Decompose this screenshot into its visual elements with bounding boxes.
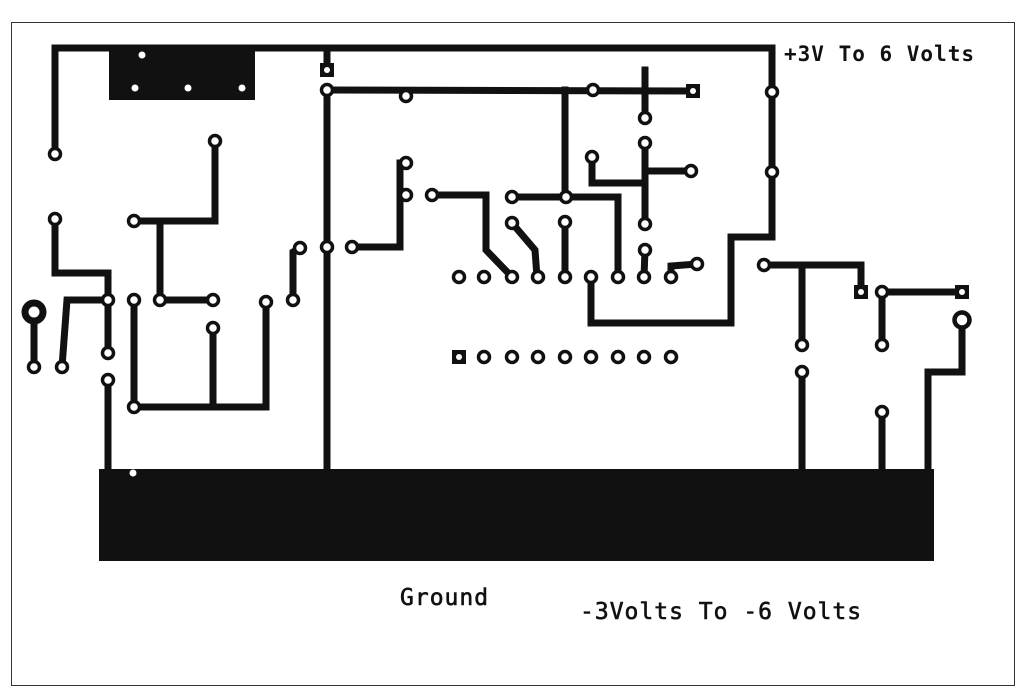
solder-pad: [764, 164, 780, 180]
solder-pad: [126, 213, 142, 229]
copper-trace: [51, 215, 112, 357]
solder-pad: [636, 269, 652, 285]
copper-trace: [156, 217, 217, 304]
pad-hole: [184, 84, 192, 92]
solder-pad: [558, 189, 574, 205]
solder-pad: [47, 146, 63, 162]
ground-plane: [99, 469, 934, 561]
solder-pad: [794, 337, 810, 353]
copper-trace: [508, 193, 622, 281]
solder-pad: [26, 359, 42, 375]
copper-trace: [924, 316, 966, 474]
solder-pad: [764, 84, 780, 100]
solder-pad: [504, 215, 520, 231]
large-solder-pad: [952, 310, 972, 330]
solder-pad: [126, 292, 142, 308]
solder-pad: [530, 349, 546, 365]
solder-pad: [637, 242, 653, 258]
solder-pad: [205, 320, 221, 336]
solder-pad: [663, 269, 679, 285]
positive-supply-label: +3V To 6 Volts: [784, 42, 976, 66]
solder-pad: [794, 364, 810, 380]
copper-trace: [130, 137, 219, 225]
solder-pad: [100, 292, 116, 308]
copper-trace: [130, 296, 270, 411]
solder-pad: [756, 257, 772, 273]
copper-trace: [51, 44, 776, 327]
solder-pad: [47, 211, 63, 227]
solder-pad: [637, 135, 653, 151]
solder-pad: [398, 155, 414, 171]
solder-pad: [874, 404, 890, 420]
solder-pad: [610, 349, 626, 365]
solder-pad: [689, 256, 705, 272]
solder-pad: [476, 269, 492, 285]
copper-trace: [289, 243, 305, 304]
solder-pad: [874, 337, 890, 353]
solder-pad: [585, 82, 601, 98]
pad-hole: [238, 84, 246, 92]
solder-pad: [319, 239, 335, 255]
solder-pad: [874, 284, 890, 300]
solder-pad: [504, 349, 520, 365]
negative-supply-label: -3Volts To -6 Volts: [580, 599, 863, 626]
solder-pad: [610, 269, 626, 285]
solder-pad: [205, 292, 221, 308]
pad-hole: [858, 289, 864, 295]
solder-pad: [292, 240, 308, 256]
pad-hole: [690, 88, 696, 94]
solder-pad: [504, 189, 520, 205]
solder-pad: [424, 187, 440, 203]
solder-pad: [126, 399, 142, 415]
pad-hole: [131, 84, 139, 92]
solder-pad: [152, 292, 168, 308]
large-solder-pad: [21, 299, 47, 325]
solder-pad: [207, 133, 223, 149]
solder-pad: [683, 163, 699, 179]
solder-pad: [504, 269, 520, 285]
board-outline: [11, 22, 1015, 686]
solder-pad: [530, 269, 546, 285]
solder-pad: [583, 349, 599, 365]
copper-trace: [760, 261, 865, 296]
solder-pad: [398, 88, 414, 104]
copper-trace: [58, 296, 112, 371]
solder-pad: [258, 294, 274, 310]
solder-pad: [663, 349, 679, 365]
solder-pad: [636, 349, 652, 365]
copper-trace: [428, 191, 517, 282]
solder-pad: [100, 372, 116, 388]
pad-hole: [138, 51, 146, 59]
solder-pad: [557, 214, 573, 230]
solder-pad: [344, 239, 360, 255]
solder-pad: [637, 216, 653, 232]
solder-pad: [557, 349, 573, 365]
solder-pad: [583, 269, 599, 285]
solder-pad: [557, 269, 573, 285]
pad-hole: [456, 354, 462, 360]
solder-pad: [398, 187, 414, 203]
solder-pad: [285, 292, 301, 308]
copper-trace: [588, 153, 649, 187]
copper-trace: [348, 159, 410, 251]
solder-pad: [319, 82, 335, 98]
ground-label: Ground: [400, 585, 490, 612]
pad-hole: [129, 469, 137, 477]
copper-pour-top: [109, 46, 255, 100]
pad-hole: [959, 289, 965, 295]
solder-pad: [584, 149, 600, 165]
solder-pad: [637, 110, 653, 126]
copper-trace: [323, 86, 697, 95]
copper-trace: [507, 218, 541, 281]
pad-hole: [324, 67, 330, 73]
solder-pad: [100, 345, 116, 361]
solder-pad: [54, 359, 70, 375]
solder-pad: [451, 269, 467, 285]
solder-pad: [476, 349, 492, 365]
